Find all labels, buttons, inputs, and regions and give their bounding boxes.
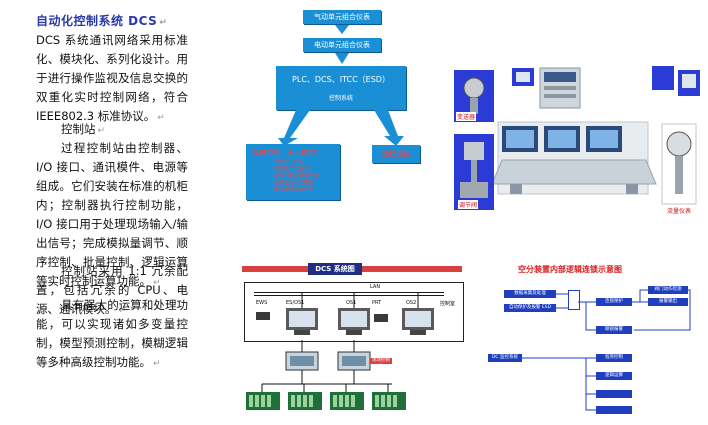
arrow-down-icon <box>335 25 349 34</box>
airsep-box-data: 数据采集及处理 <box>504 290 556 298</box>
flow-box-control-system: PLC、DCS、ITCC（ESD） 控制系统 <box>276 66 406 110</box>
paragraph-advanced-control: 具有强大的运算和处理功能，可以实现诸如多变量控制，模型预测控制，模糊逻辑等多种高… <box>36 298 188 369</box>
station-label-esos1: ES/OS1 <box>286 300 305 306</box>
field-station-label: 现场控制站 <box>372 358 390 369</box>
airsep-title: 空分装置内部逻辑连锁示意图 <box>518 265 622 274</box>
airsep-junction-box <box>568 290 580 310</box>
station-label-os2: OS2 <box>406 300 417 306</box>
printer-icon <box>374 314 388 322</box>
flow-box-electric: 电动单元组合仪表 <box>303 38 381 52</box>
io-module-icon <box>372 392 406 410</box>
paragraph-redundancy: 控制站采用 1:1 冗余配置，包括冗余的 CPU、电源、通讯模块。↵ <box>36 264 188 316</box>
dcs-network-diagram: DCS 系统图 LAN 控制室 EWS ES/OS1 OS1 PRT OS2 <box>242 262 464 420</box>
dcs-title: DCS 系统图 <box>308 263 362 275</box>
paragraph-process-station: 过程控制站由控制器、I/O 接口、通讯模件、电源等组成。它们安装在标准的机柜内；… <box>36 141 188 288</box>
workstation-esos1-icon <box>286 308 318 335</box>
station-label-os1: OS1 <box>346 300 357 306</box>
airsep-box-interlock: 连锁保护 <box>596 298 632 306</box>
airsep-box-valve: 阀门动作检测 <box>648 286 688 294</box>
control-cabinet-icon <box>285 351 319 371</box>
flow-box-remote: 远程操控 <box>372 145 420 163</box>
airsep-box-logic: 逻辑运算 <box>596 372 632 380</box>
label-control-valve: 调节阀 <box>458 200 479 209</box>
station-badge <box>370 358 392 364</box>
lan-label: LAN <box>370 284 381 290</box>
arrow-down-icon <box>335 53 349 64</box>
station-label-prt: PRT <box>372 300 382 306</box>
subheading-control-station: 控制站↵ <box>61 122 106 136</box>
split-arrows <box>278 110 404 146</box>
airsep-box-alarm: 联锁报警 <box>596 326 632 334</box>
dcs-equipment-drawing <box>246 293 434 410</box>
document-title: 自动化控制系统 DCS↵ <box>36 14 168 28</box>
workstation-os1-icon <box>338 308 370 335</box>
paragraph-mark: ↵ <box>159 18 168 28</box>
airsep-box-dc: DC 监控系统 <box>488 354 522 362</box>
lan-bus <box>254 292 444 293</box>
workstation-os2-icon <box>402 308 434 335</box>
io-module-icon <box>246 392 280 410</box>
airsep-box-extra-1 <box>596 390 632 398</box>
flow-box-pneumatic: 气动单元组合仪表 <box>303 10 381 24</box>
control-room-image <box>454 66 700 210</box>
airsep-box-alarm-out: 报警输出 <box>648 298 688 306</box>
io-module-icon <box>288 392 322 410</box>
label-flowmeter: 流量仪表 <box>666 206 693 215</box>
flow-box-advanced-control: 先进控制、无人操控： 自动开、停车 自适应工况操作 故障判断及处理功能 最优运行… <box>246 144 340 200</box>
station-label-ews: EWS <box>256 300 268 306</box>
arrow-left-icon <box>278 110 310 146</box>
air-separation-logic-diagram: 空分装置内部逻辑连锁示意图 数据采集及处理 自动保护及报警 ESD DC 监控系… <box>484 264 704 424</box>
airsep-box-esd: 自动保护及报警 ESD <box>504 304 556 312</box>
control-cabinet-icon <box>337 351 371 371</box>
io-module-icon <box>330 392 364 410</box>
instrument-photo-collage: 变送器 调节阀 流量仪表 <box>450 60 702 220</box>
arrow-right-icon <box>374 110 404 146</box>
paragraph-network: DCS 系统通讯网络采用标准化、模块化、系列化设计。用于进行操作监视及信息交换的… <box>36 33 188 123</box>
control-room-label: 控制室 <box>440 301 456 307</box>
lan-bus-redundant <box>254 295 444 296</box>
airsep-box-extra-2 <box>596 406 632 414</box>
printer-icon <box>256 312 270 320</box>
airsep-connectors <box>522 289 691 411</box>
airsep-box-program: 程序控制 <box>596 354 632 362</box>
label-transmitter: 变送器 <box>456 112 477 121</box>
